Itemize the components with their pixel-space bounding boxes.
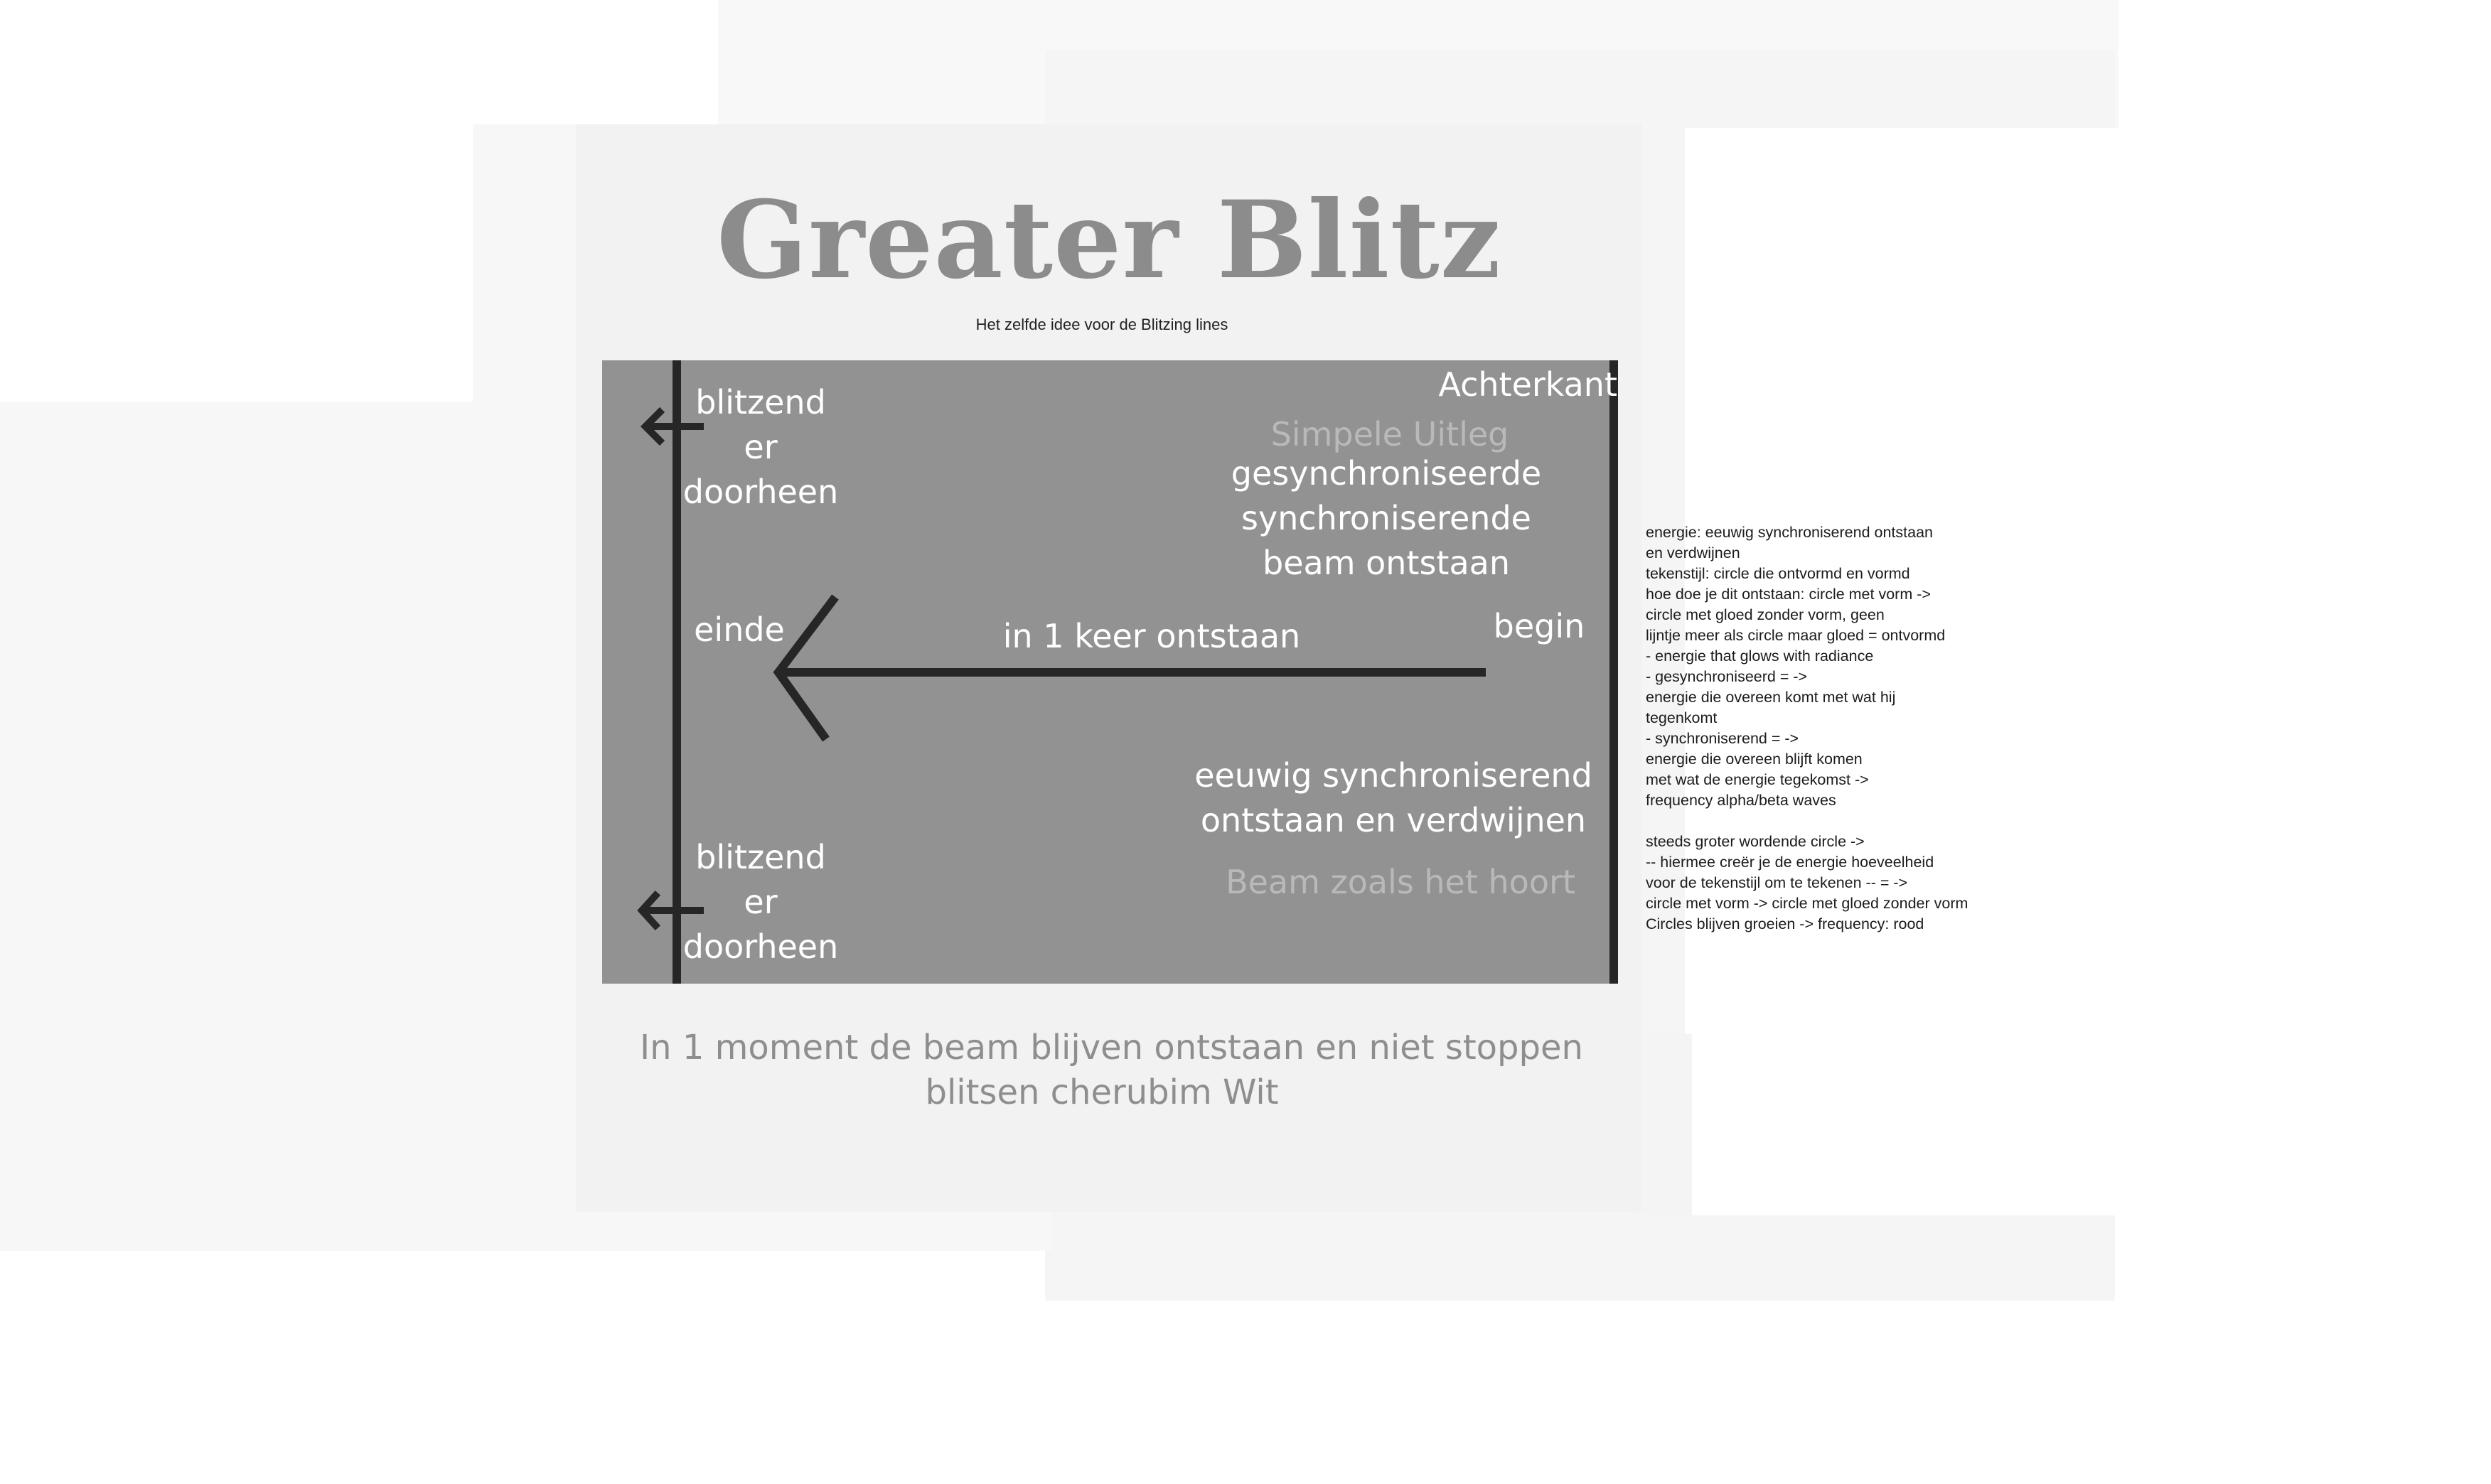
label-gesynchroniseerde: gesynchroniseerde synchroniserende beam … — [1201, 451, 1571, 586]
note-line: energie die overeen komt met wat hij — [1646, 689, 1896, 706]
label-einde: einde — [694, 611, 785, 649]
note-line: energie die overeen blijft komen — [1646, 751, 1863, 768]
background-block — [1635, 1034, 1692, 1215]
note-line: frequency alpha/beta waves — [1646, 792, 1836, 809]
note-line: lijntje meer als circle maar gloed = ont… — [1646, 627, 1946, 644]
note-line: voor de tekenstijl om te tekenen -- = -> — [1646, 874, 1908, 891]
caption: In 1 moment de beam blijven ontstaan en … — [640, 1026, 1583, 1115]
page-title: Greater Blitz — [717, 178, 1501, 303]
page-subtitle: Het zelfde idee voor de Blitzing lines — [975, 316, 1228, 333]
text-line: doorheen — [682, 473, 839, 511]
side-notes: energie: eeuwig synchroniserend ontstaan… — [1646, 522, 2122, 935]
text-line: blitzend — [695, 838, 826, 876]
note-line: met wat de energie tegekomst -> — [1646, 771, 1869, 788]
text-line: blitzend — [695, 383, 826, 421]
main-arrow — [773, 594, 1486, 742]
text-line: doorheen — [682, 928, 839, 966]
note-line: Circles blijven groeien -> frequency: ro… — [1646, 915, 1924, 932]
label-beam-zoals-het-hoort: Beam zoals het hoort — [1226, 863, 1575, 901]
note-line — [1646, 811, 2122, 832]
label-begin: begin — [1493, 607, 1585, 645]
small-arrow-bottom — [637, 890, 704, 931]
note-line: - gesynchroniseerd = -> — [1646, 668, 1808, 685]
note-line: steeds groter wordende circle -> — [1646, 833, 1865, 850]
label-blitzend-top: blitzend er doorheen — [668, 380, 853, 515]
caption-line: blitsen cherubim Wit — [925, 1072, 1279, 1112]
note-line: hoe doe je dit ontstaan: circle met vorm… — [1646, 586, 1931, 603]
note-line: en verdwijnen — [1646, 544, 1740, 561]
label-simpele-uitleg: Simpele Uitleg — [1270, 415, 1509, 453]
background-block — [1685, 128, 2150, 1215]
note-line: tegenkomt — [1646, 709, 1718, 726]
text-line: gesynchroniseerde — [1231, 454, 1542, 493]
caption-line: In 1 moment de beam blijven ontstaan en … — [640, 1028, 1583, 1068]
note-line: tekenstijl: circle die ontvormd en vormd — [1646, 565, 1910, 582]
note-line: -- hiermee creër je de energie hoeveelhe… — [1646, 854, 1934, 871]
text-line: er — [744, 428, 778, 466]
note-line: circle met vorm -> circle met gloed zond… — [1646, 895, 1968, 912]
label-achterkant: Achterkant — [1438, 365, 1617, 404]
text-line: beam ontstaan — [1263, 544, 1510, 582]
note-line: energie: eeuwig synchroniserend ontstaan — [1646, 524, 1933, 541]
small-arrow-top — [640, 407, 704, 446]
label-blitzend-bottom: blitzend er doorheen — [668, 835, 853, 969]
label-in-1-keer-ontstaan: in 1 keer ontstaan — [1002, 617, 1301, 655]
text-line: eeuwig synchroniserend — [1194, 756, 1592, 795]
note-line: - synchroniserend = -> — [1646, 730, 1799, 747]
note-line: circle met gloed zonder vorm, geen — [1646, 606, 1885, 623]
text-line: ontstaan en verdwijnen — [1200, 801, 1587, 839]
label-eeuwig-synchroniserend: eeuwig synchroniserend ontstaan en verdw… — [1166, 753, 1621, 843]
text-line: synchroniserende — [1241, 499, 1531, 537]
text-line: er — [744, 883, 778, 921]
note-line: - energie that glows with radiance — [1646, 647, 1874, 665]
